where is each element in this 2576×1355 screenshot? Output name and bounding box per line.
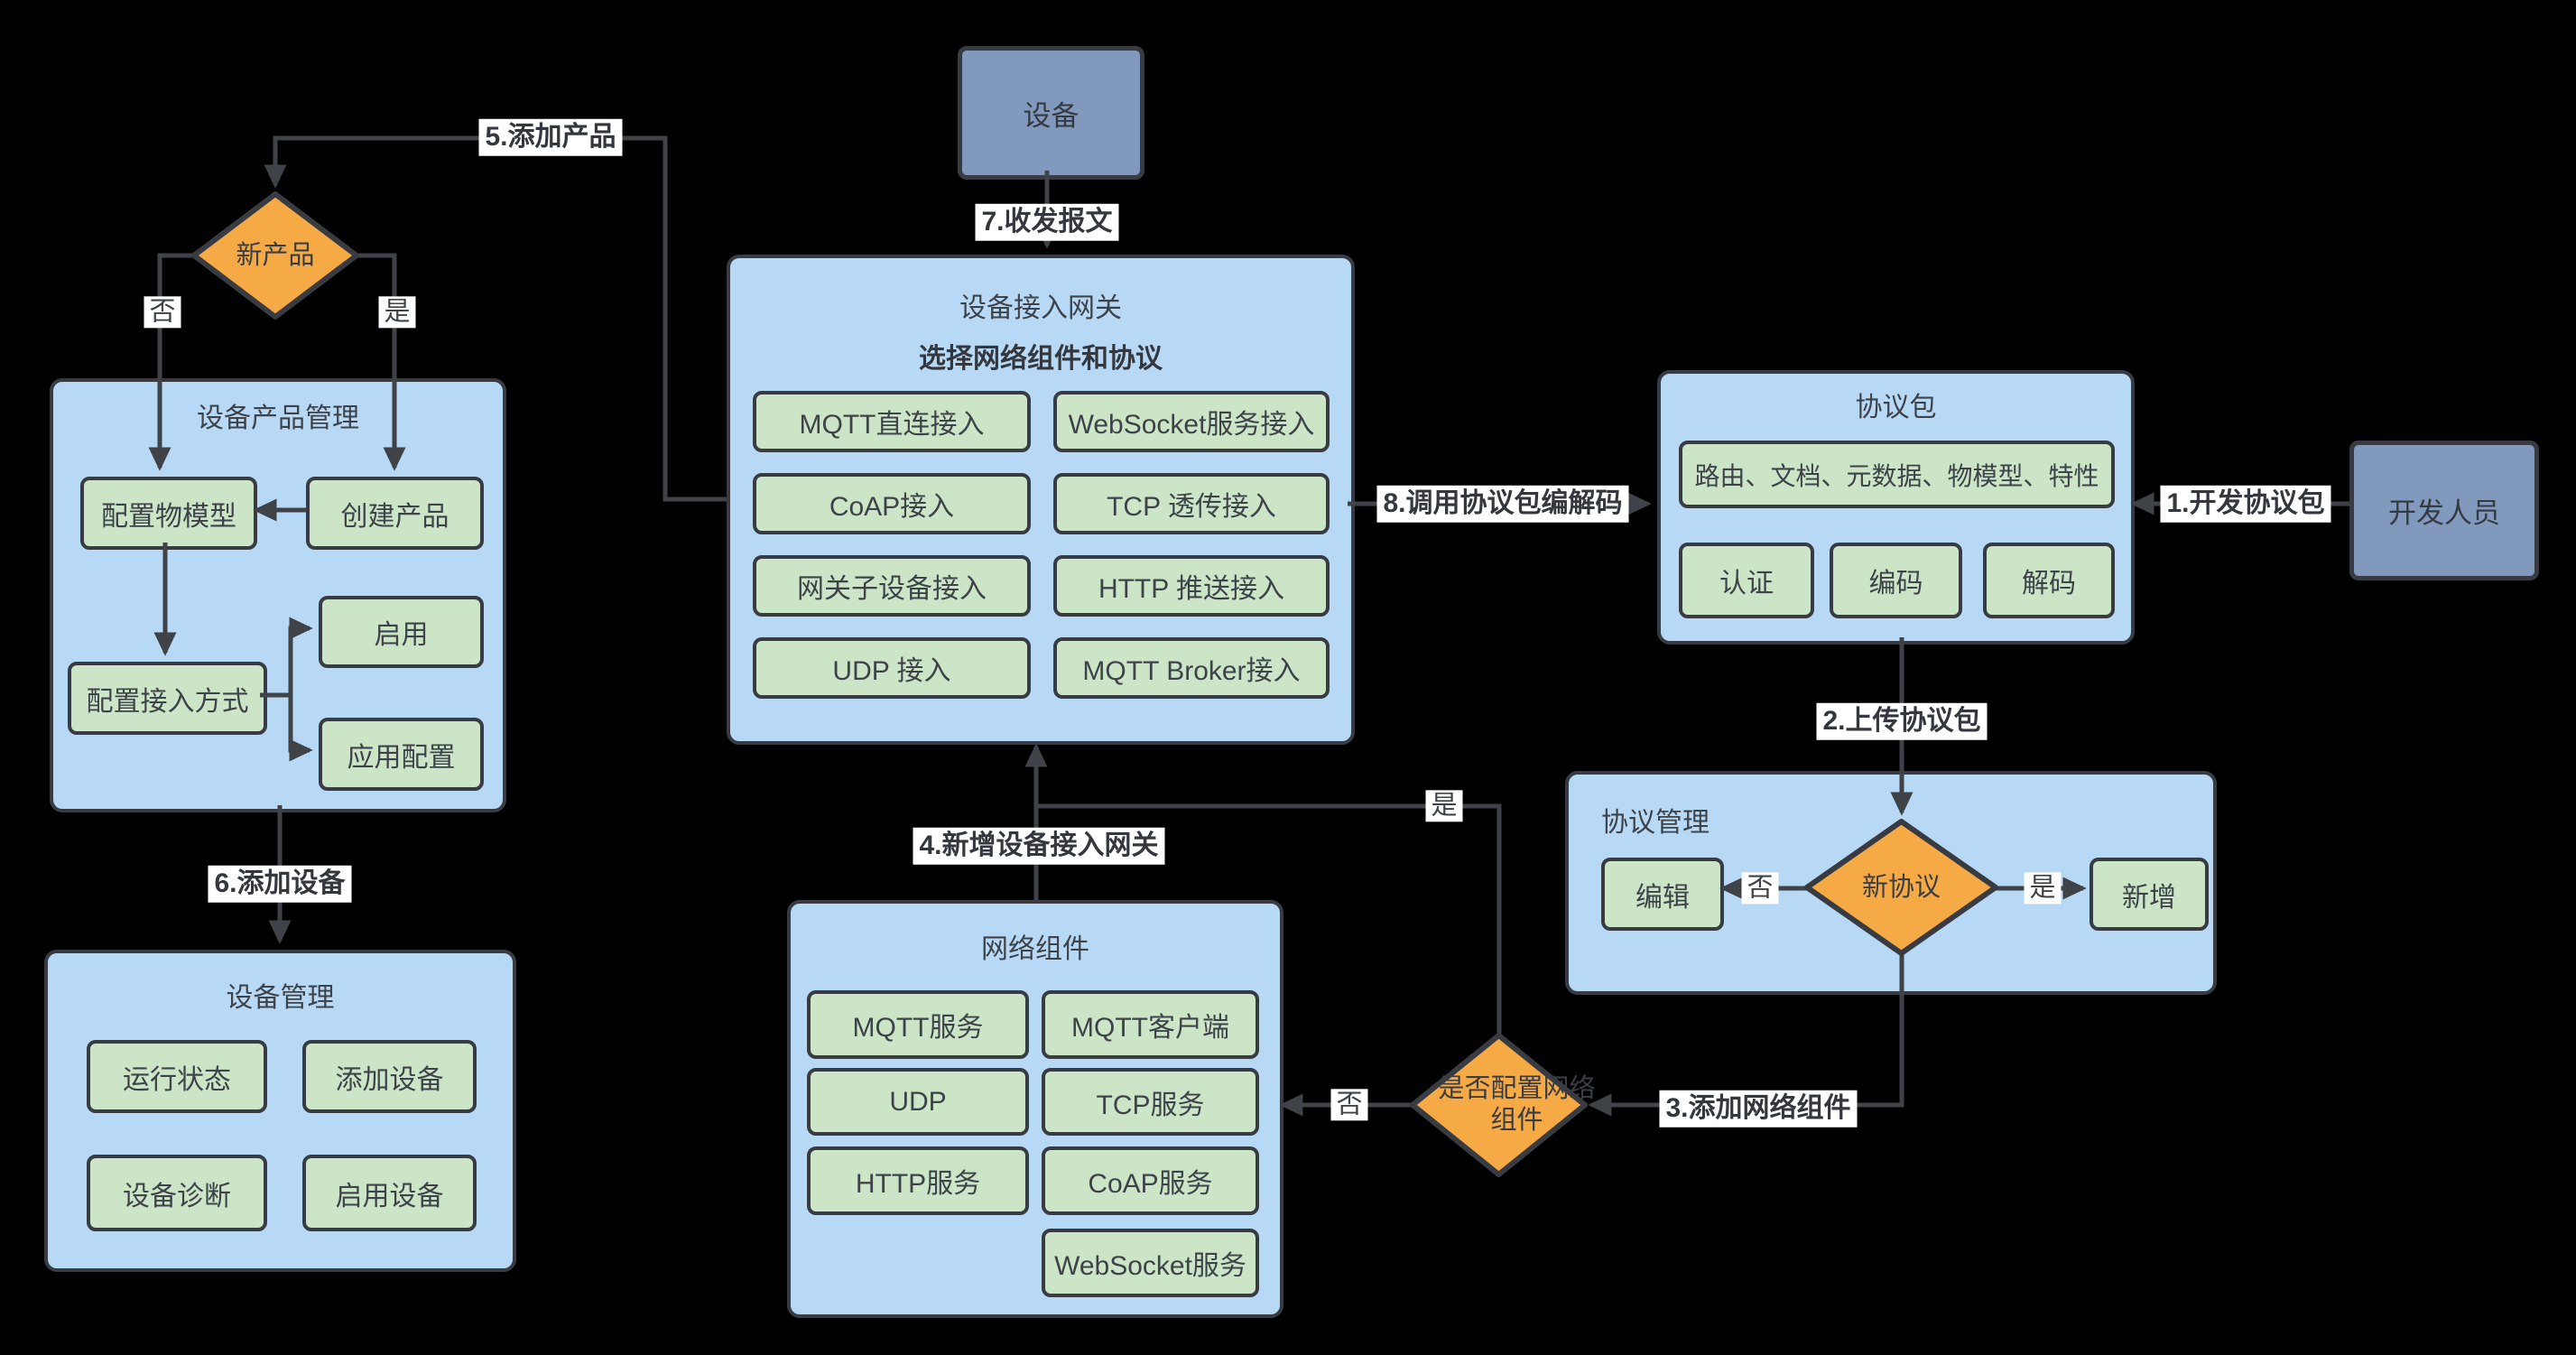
edge-label-step1: 1.开发协议包 (2160, 485, 2331, 523)
gateway-mqtt-broker-button: MQTT Broker接入 (1053, 637, 1330, 699)
gateway-subtitle: 选择网络组件和协议 (919, 344, 1163, 374)
mqtt-service-button: MQTT服务 (807, 990, 1029, 1059)
auth-button: 认证 (1679, 543, 1814, 618)
edge-label-step6: 6.添加设备 (208, 865, 352, 903)
enable-device-button: 启用设备 (302, 1155, 477, 1231)
add-device-button: 添加设备 (302, 1040, 477, 1113)
websocket-service-button: WebSocket服务 (1042, 1229, 1259, 1297)
protocol-package-container: 协议包 路由、文档、元数据、物模型、特性 认证 编码 解码 (1657, 370, 2135, 645)
product-management-title: 设备产品管理 (197, 404, 359, 433)
tcp-service-button: TCP服务 (1042, 1068, 1259, 1136)
new-protocol-decision-label: 新协议 (1861, 872, 1941, 902)
edge-label-step2: 2.上传协议包 (1816, 702, 1988, 740)
gateway-coap-button: CoAP接入 (753, 473, 1031, 534)
gateway-title: 设备接入网关 (959, 293, 1122, 323)
gateway-container: 设备接入网关 选择网络组件和协议 MQTT直连接入 WebSocket服务接入 … (727, 255, 1355, 745)
mqtt-client-button: MQTT客户端 (1042, 990, 1259, 1059)
new-product-decision-label: 新产品 (236, 240, 315, 270)
enable-button: 启用 (319, 596, 484, 668)
protocol-features-button: 路由、文档、元数据、物模型、特性 (1679, 441, 2115, 508)
device-node: 设备 (958, 46, 1144, 180)
configure-network-yes-label: 是 (1425, 790, 1463, 822)
http-service-button: HTTP服务 (807, 1146, 1029, 1215)
new-product-decision: 新产品 (191, 191, 359, 320)
udp-button: UDP (807, 1068, 1029, 1136)
network-components-container: 网络组件 MQTT服务 MQTT客户端 UDP TCP服务 HTTP服务 CoA… (787, 900, 1283, 1318)
edge-label-step7: 7.收发报文 (975, 203, 1119, 241)
add-protocol-button: 新增 (2090, 858, 2209, 931)
configure-network-decision-label: 是否配置网络组件 (1438, 1074, 1596, 1135)
edge-label-step3: 3.添加网络组件 (1659, 1090, 1858, 1128)
apply-config-button: 应用配置 (319, 718, 484, 791)
gateway-mqtt-direct-button: MQTT直连接入 (753, 391, 1031, 452)
diamond-shape (1410, 1033, 1588, 1177)
running-status-button: 运行状态 (87, 1040, 267, 1113)
gateway-sub-device-button: 网关子设备接入 (753, 555, 1031, 617)
gateway-udp-button: UDP 接入 (753, 637, 1031, 699)
edge-label-step4: 4.新增设备接入网关 (913, 827, 1165, 865)
coap-service-button: CoAP服务 (1042, 1146, 1259, 1215)
encode-button: 编码 (1830, 543, 1962, 618)
decode-button: 解码 (1983, 543, 2115, 618)
device-management-container: 设备管理 运行状态 添加设备 设备诊断 启用设备 (44, 950, 516, 1272)
gateway-tcp-button: TCP 透传接入 (1053, 473, 1330, 534)
gateway-websocket-button: WebSocket服务接入 (1053, 391, 1330, 452)
protocol-package-title: 协议包 (1855, 393, 1937, 422)
new-protocol-no-label: 否 (1741, 872, 1779, 905)
configure-network-decision: 是否配置网络组件 (1410, 1033, 1596, 1177)
device-management-title: 设备管理 (226, 983, 335, 1013)
new-product-no-label: 否 (144, 296, 181, 329)
new-product-yes-label: 是 (378, 296, 416, 329)
developer-node: 开发人员 (2349, 441, 2539, 580)
edge-label-step5: 5.添加产品 (478, 118, 623, 156)
new-protocol-yes-label: 是 (2024, 872, 2062, 905)
create-product-button: 创建产品 (306, 477, 484, 550)
configure-access-button: 配置接入方式 (68, 662, 267, 735)
network-components-title: 网络组件 (981, 934, 1089, 964)
protocol-management-title: 协议管理 (1601, 808, 1710, 838)
edit-protocol-button: 编辑 (1601, 858, 1724, 931)
new-protocol-decision: 新协议 (1804, 819, 1998, 956)
gateway-http-button: HTTP 推送接入 (1053, 555, 1330, 617)
device-diagnosis-button: 设备诊断 (87, 1155, 267, 1231)
edge-label-step8: 8.调用协议包编解码 (1376, 485, 1629, 523)
product-management-container: 设备产品管理 配置物模型 创建产品 启用 配置接入方式 应用配置 (50, 378, 506, 812)
configure-network-no-label: 否 (1330, 1089, 1368, 1121)
configure-model-button: 配置物模型 (80, 477, 257, 550)
